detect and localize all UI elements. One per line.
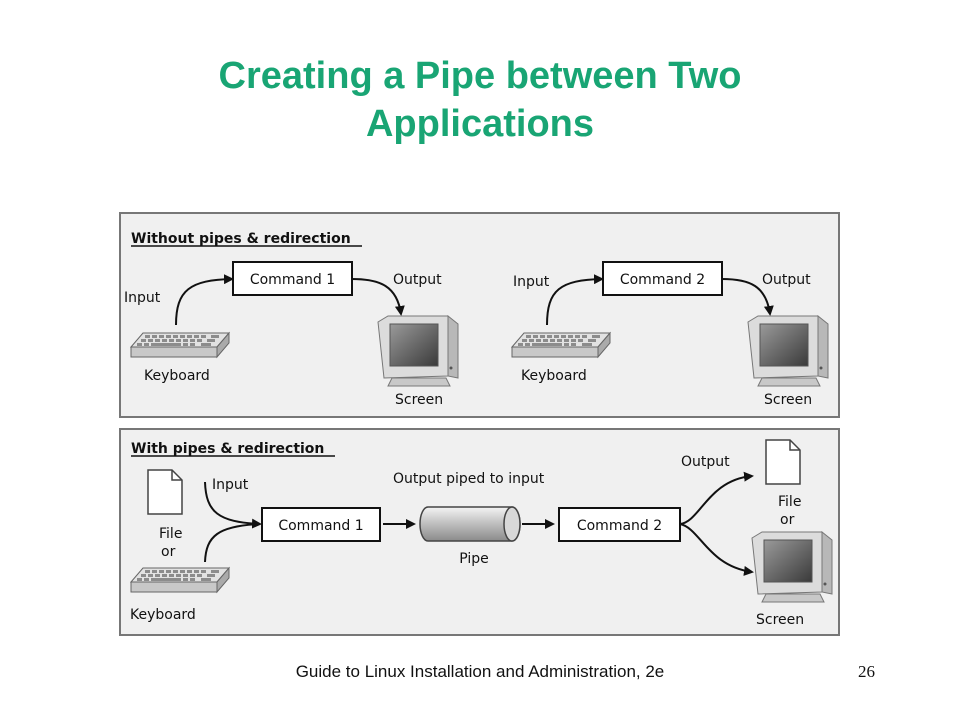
without-pipes-diagram: Without pipes & redirection Input Comman… [124, 231, 829, 408]
monitor-icon [377, 315, 459, 387]
footer-text: Guide to Linux Installation and Administ… [295, 662, 665, 681]
keyboard-icon [130, 567, 230, 593]
input-label: Input [513, 274, 550, 290]
file-label: File [778, 494, 801, 510]
keyboard-label: Keyboard [521, 368, 587, 384]
piped-label: Output piped to input [393, 471, 545, 487]
output-arrow [351, 278, 405, 316]
command-2-label: Command 2 [620, 272, 705, 288]
output-label: Output [681, 454, 730, 470]
pipe-icon [419, 506, 521, 542]
command-1-box [261, 507, 381, 542]
keyboard-input-curve [204, 523, 261, 563]
input-arrow [175, 274, 234, 326]
output-file-icon [765, 439, 801, 485]
input-label: Input [124, 290, 161, 306]
title-line-2: Applications [365, 103, 595, 145]
pipe-label: Pipe [459, 551, 489, 567]
page-number: 26 [858, 662, 875, 681]
screen-label: Screen [764, 392, 812, 408]
screen-output-arrow [679, 523, 754, 576]
output-arrow [721, 278, 774, 316]
file-output-arrow [679, 471, 754, 525]
screen-label: Screen [395, 392, 443, 408]
command-1-box [232, 261, 353, 296]
command-1-label: Command 1 [250, 272, 335, 288]
slide-title: Creating a Pipe between Two Applications [80, 52, 880, 148]
input-label: Input [212, 477, 249, 493]
input-file-icon [147, 469, 183, 515]
keyboard-label: Keyboard [130, 607, 196, 623]
keyboard-icon [511, 332, 611, 358]
file-input-arrow [204, 481, 262, 529]
keyboard-label: Keyboard [144, 368, 210, 384]
screen-label: Screen [756, 612, 804, 628]
output-label: Output [762, 272, 811, 288]
without-pipes-heading: Without pipes & redirection [131, 231, 351, 247]
command-2-label: Command 2 [577, 518, 662, 534]
command-2-box [558, 507, 681, 542]
output-label: Output [393, 272, 442, 288]
or-label: or [780, 512, 795, 528]
title-line-1: Creating a Pipe between Two [218, 55, 742, 97]
input-arrow [546, 274, 604, 326]
with-pipes-diagram: With pipes & redirection File or Keyboar… [130, 439, 833, 628]
file-label: File [159, 526, 182, 542]
command-1-label: Command 1 [278, 518, 363, 534]
keyboard-icon [130, 332, 230, 358]
or-label: or [161, 544, 176, 560]
with-pipes-heading: With pipes & redirection [131, 441, 324, 457]
monitor-icon [751, 531, 833, 603]
monitor-icon [747, 315, 829, 387]
